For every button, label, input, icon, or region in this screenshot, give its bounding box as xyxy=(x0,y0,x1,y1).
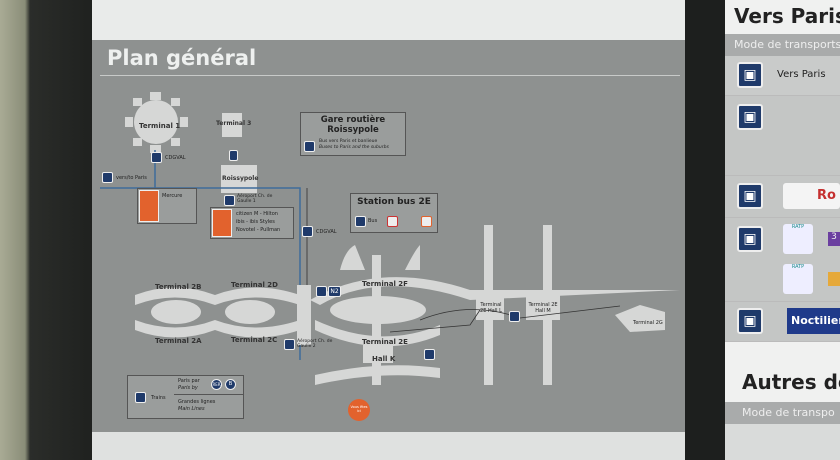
terminal-2e-hall-l-label: Terminal 2E Hall L xyxy=(480,302,502,314)
station-bus-2e-box: Station bus 2E Bus xyxy=(350,193,438,233)
panel-subheader-2: Mode de transpo xyxy=(742,406,835,419)
rer-icon xyxy=(284,339,295,350)
hall-k-label: Hall K xyxy=(372,355,396,363)
rer-badge: RER xyxy=(211,379,222,390)
map-shapes xyxy=(100,92,680,421)
bus-icon xyxy=(509,311,520,322)
line-b-badge: B xyxy=(225,379,236,390)
bus-icon xyxy=(316,286,327,297)
cdgval-label: CDGVAL xyxy=(165,155,186,161)
rer-icon xyxy=(224,195,235,206)
train-icon: ▣ xyxy=(737,62,763,88)
train-icon xyxy=(135,392,146,403)
hotels-box: citizen M - Hilton ibis - ibis Styles No… xyxy=(210,207,294,239)
panel-title-2: Autres de xyxy=(742,370,840,394)
you-are-here-marker xyxy=(348,399,370,421)
line-badge: 3 xyxy=(828,272,840,286)
terminal-2g-label: Terminal 2G xyxy=(633,320,663,326)
ratp-logo: RATP xyxy=(783,264,813,294)
terminal-1-label: Terminal 1 xyxy=(139,122,181,130)
n2-badge: N2 xyxy=(328,286,341,297)
hotel-label: Novotel - Pullman xyxy=(236,227,281,233)
noctilien-logo: Noctilien xyxy=(787,308,840,334)
legend-paris-par: Paris par xyxy=(178,378,200,384)
terminal-2-shapes xyxy=(135,225,680,385)
hotel-shuttle-icon xyxy=(212,209,232,237)
roissypole-label: Roissypole xyxy=(222,175,259,182)
bus-icon xyxy=(424,349,435,360)
panel-title: Vers Paris xyxy=(734,4,840,28)
cdgval-icon xyxy=(302,226,313,237)
cdg-bus-icon xyxy=(421,216,432,227)
gare-routiere-box: Gare routière Roissypole Bus vers Paris … xyxy=(300,112,406,156)
legend-trains: Trains xyxy=(151,395,166,401)
row-train: ▣ Vers Paris xyxy=(725,56,840,96)
bus-icon: ▣ xyxy=(737,226,763,252)
hotel-shuttle-icon xyxy=(139,190,159,222)
bus-icon: ▣ xyxy=(737,308,763,334)
hotel-label: citizen M - Hilton xyxy=(236,211,278,217)
gare-desc-en: Buses to Paris and the suburbs xyxy=(319,145,389,150)
terminal-3-shape xyxy=(222,113,242,137)
map-title: Plan général xyxy=(107,46,257,70)
screen-frame xyxy=(0,0,92,460)
gare-desc-fr: Bus vers Paris et banlieue xyxy=(319,139,378,144)
roissybus-logo: Ro xyxy=(783,183,840,209)
row-noctilien: ▣ Noctilien xyxy=(725,302,840,342)
top-strip xyxy=(92,0,685,40)
bus-icon: ▣ xyxy=(737,104,763,130)
row-bus: ▣ xyxy=(725,96,840,176)
line-badge: 3 xyxy=(828,232,840,246)
legend-main-lines: Main Lines xyxy=(178,406,205,412)
divider xyxy=(100,75,680,76)
station-bus-title: Station bus 2E xyxy=(357,197,431,207)
terminal-1-shape xyxy=(125,92,188,153)
terminal-3-label: Terminal 3 xyxy=(216,120,252,127)
vers-paris-label: vers/to Paris xyxy=(116,175,147,181)
row-label: Vers Paris xyxy=(777,69,826,80)
terminal-2e-hall-m-label: Terminal 2E Hall M xyxy=(528,302,558,314)
cdgval-label: CDGVAL xyxy=(316,229,337,235)
terminal-2f-label: Terminal 2F xyxy=(362,280,408,288)
you-are-here-label: Vous êtes ici xyxy=(350,405,368,413)
bezel xyxy=(685,0,725,460)
bus-icon: ▣ xyxy=(737,183,763,209)
rer-station-2-label: Aéroport Ch. de Gaulle 2 xyxy=(297,339,333,349)
rer-station-1-label: Aéroport Ch. de Gaulle 1 xyxy=(237,194,273,204)
terminal-2c-label: Terminal 2C xyxy=(231,336,278,344)
legend-box: Trains Paris par Paris by RER B Grandes … xyxy=(127,375,244,419)
ratp-logo: RATP xyxy=(783,224,813,254)
legend-paris-by: Paris by xyxy=(178,385,198,391)
gare-routiere-subtitle: Roissypole xyxy=(327,125,379,135)
mercure-box: Mercure xyxy=(137,188,197,224)
terminal-2d-label: Terminal 2D xyxy=(231,281,278,289)
bus-label: Bus xyxy=(368,218,378,224)
roissybus-icon xyxy=(387,216,398,227)
legend-grandes-lignes: Grandes lignes xyxy=(178,399,216,405)
bus-icon xyxy=(304,141,315,152)
row-roissybus: ▣ Ro xyxy=(725,176,840,218)
gare-routiere-title: Gare routière xyxy=(320,115,386,125)
cdgval-icon xyxy=(151,152,162,163)
terminal-2a-label: Terminal 2A xyxy=(155,337,202,345)
terminal-2e-label: Terminal 2E xyxy=(362,338,408,346)
panel-subheader: Mode de transports xyxy=(734,38,840,51)
bus-icon xyxy=(355,216,366,227)
terminal-2b-label: Terminal 2B xyxy=(155,283,202,291)
pedestrian-icon xyxy=(229,150,238,161)
row-ratp: ▣ RATP 3 RATP 3 xyxy=(725,218,840,302)
mercure-label: Mercure xyxy=(162,193,183,199)
bottom-strip xyxy=(92,432,685,460)
bus-icon xyxy=(102,172,113,183)
transport-panel: Vers Paris Mode de transports ▣ Vers Par… xyxy=(725,0,840,460)
hotel-label: ibis - ibis Styles xyxy=(236,219,275,225)
